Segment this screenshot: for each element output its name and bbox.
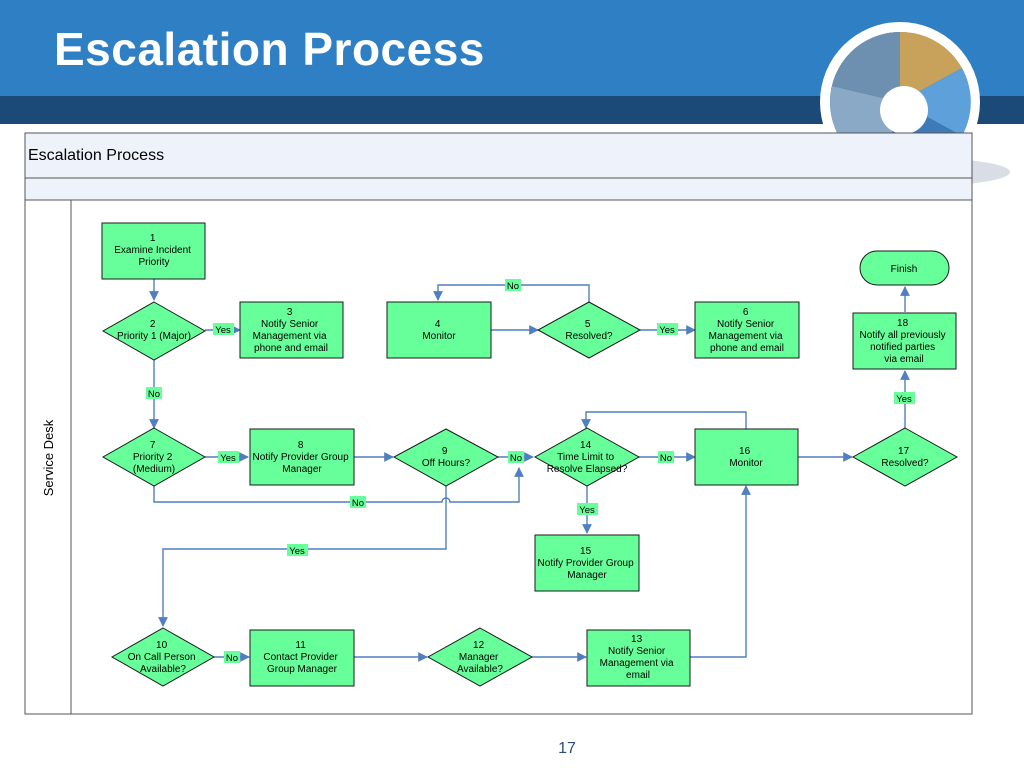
process-node-8 bbox=[249, 428, 355, 486]
node-text-1: 1 Examine Incident Priority bbox=[114, 233, 194, 268]
process-node-3 bbox=[239, 301, 344, 359]
node-text-5: 5 Resolved? bbox=[565, 319, 613, 342]
edge-label-no-7-14: No bbox=[352, 498, 364, 509]
edge-label-chip-yes-14-15 bbox=[577, 503, 598, 515]
node-text-6: 6 Notify Senior Management via phone and… bbox=[709, 307, 786, 354]
decision-node-5 bbox=[536, 301, 642, 359]
diagram-header: Escalation Process bbox=[28, 147, 164, 164]
node-text-16: 16 Monitor bbox=[729, 446, 763, 469]
edge-label-yes-17-18: Yes bbox=[896, 394, 912, 405]
process-node-18 bbox=[852, 312, 957, 370]
decision-node-7 bbox=[101, 427, 207, 487]
edge-label-chip-no-7-14 bbox=[350, 496, 366, 508]
decision-node-12 bbox=[426, 627, 534, 687]
node-text-9: 9 Off Hours? bbox=[422, 446, 471, 469]
edge-label-no-5-4: No bbox=[507, 281, 519, 292]
node-text-13: 13 Notify Senior Management via email bbox=[600, 634, 677, 681]
node-text-18: 18 Notify all previously notified partie… bbox=[860, 318, 949, 365]
edge-label-chip-no-5-4 bbox=[505, 279, 521, 291]
diagram-border bbox=[24, 132, 973, 715]
edge-label-chip-no-10-11 bbox=[224, 651, 240, 663]
edge-label-yes-9-10: Yes bbox=[289, 546, 305, 557]
page-number: 17 bbox=[558, 740, 576, 757]
slide-title: Escalation Process bbox=[54, 23, 485, 75]
diagram-subheader-bar bbox=[24, 177, 973, 201]
edge-label-chip-no-14-16 bbox=[658, 451, 674, 463]
decision-node-17 bbox=[851, 427, 959, 487]
node-text-finish: Finish bbox=[891, 264, 918, 275]
edge-label-yes-5-6: Yes bbox=[659, 325, 675, 336]
edge-label-chip-yes-17-18 bbox=[894, 392, 915, 404]
decision-node-9 bbox=[392, 428, 500, 487]
edge-label-chip-yes-9-10 bbox=[287, 544, 308, 556]
edge-label-chip-yes-7-8 bbox=[218, 451, 239, 463]
decision-node-14 bbox=[533, 427, 641, 487]
process-node-1 bbox=[101, 222, 206, 280]
diagram-header-bar bbox=[24, 132, 973, 179]
edge-label-no-10-11: No bbox=[226, 653, 238, 664]
edge-label-no-9-14: No bbox=[510, 453, 522, 464]
node-text-7: 7 Priority 2 (Medium) bbox=[133, 440, 175, 475]
process-node-13 bbox=[586, 629, 691, 687]
lane-label: Service Desk bbox=[41, 419, 56, 496]
process-node-11 bbox=[249, 629, 355, 687]
node-text-14: 14 Time Limit to Resolve Elapsed? bbox=[547, 440, 628, 475]
edge-13-16 bbox=[690, 485, 751, 658]
edge-label-yes-14-15: Yes bbox=[579, 505, 595, 516]
edge-label-yes-7-8: Yes bbox=[220, 453, 236, 464]
edge-label-no-14-16: No bbox=[660, 453, 672, 464]
node-text-10: 10 On Call Person Available? bbox=[128, 640, 199, 675]
process-node-6 bbox=[694, 301, 800, 359]
node-text-17: 17 Resolved? bbox=[881, 446, 929, 469]
node-text-15: 15 Notify Provider Group Manager bbox=[538, 546, 637, 581]
process-node-16 bbox=[694, 428, 799, 486]
edge-label-yes-2-3: Yes bbox=[215, 325, 231, 336]
node-text-3: 3 Notify Senior Management via phone and… bbox=[253, 307, 330, 354]
node-text-4: 4 Monitor bbox=[422, 319, 456, 342]
edge-label-chip-yes-2-3 bbox=[213, 323, 234, 335]
node-text-12: 12 Manager Available? bbox=[457, 640, 503, 675]
edge-label-chip-yes-5-6 bbox=[657, 323, 678, 335]
edge-label-chip-no-2-7 bbox=[146, 387, 162, 399]
edge-label-no-2-7: No bbox=[148, 389, 160, 400]
node-text-8: 8 Notify Provider Group Manager bbox=[253, 440, 352, 475]
edge-label-chip-no-9-14 bbox=[508, 451, 524, 463]
decision-node-2 bbox=[101, 301, 207, 361]
process-node-4 bbox=[386, 301, 492, 359]
process-node-15 bbox=[534, 534, 640, 592]
edge-16-14 bbox=[581, 411, 747, 429]
node-text-11: 11 Contact Provider Group Manager bbox=[263, 640, 340, 675]
terminal-node-finish bbox=[859, 250, 950, 286]
decision-node-10 bbox=[110, 627, 216, 687]
node-text-2: 2 Priority 1 (Major) bbox=[117, 319, 191, 342]
